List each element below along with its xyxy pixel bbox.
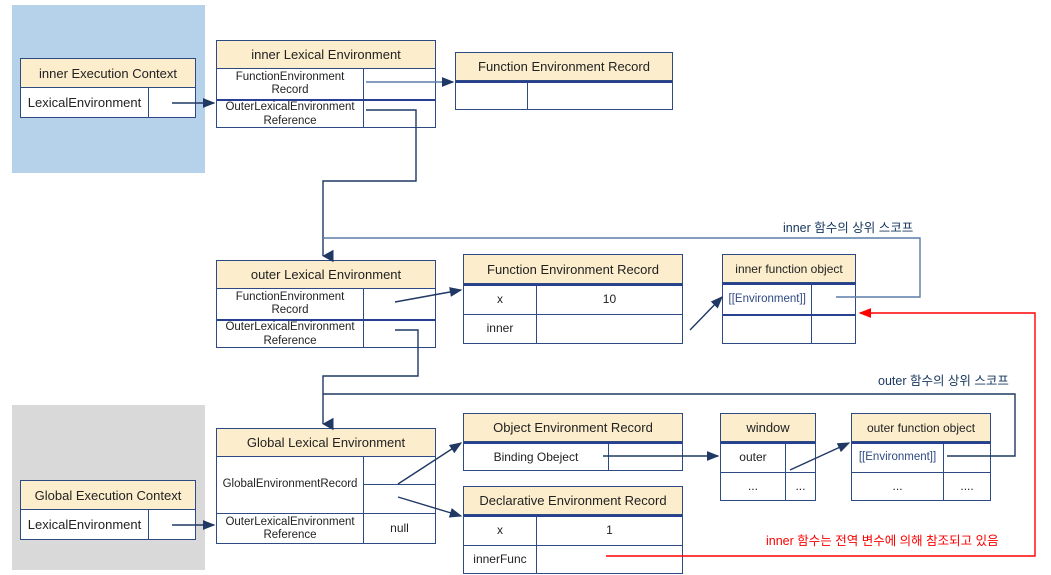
outer-le-outer-ref-value: [363, 321, 435, 348]
object-environment-record-box[interactable]: Object Environment Record Binding Obejec…: [463, 413, 683, 471]
table-row: outer: [721, 442, 815, 472]
inner-le-fer-value: [363, 69, 435, 99]
global-ec-lexical-environment-key: LexicalEnvironment: [27, 516, 142, 532]
table-row: x 10: [464, 284, 682, 314]
table-row: ... ....: [852, 472, 990, 501]
inner-le-outer-ref-value: [363, 101, 435, 128]
table-row: [[Environment]]: [852, 442, 990, 472]
oer-binding-object-value: [607, 444, 682, 471]
der-x-key: x: [496, 523, 503, 538]
inner-le-fer-key: FunctionEnvironment Record: [235, 70, 345, 96]
inner-fer-title: Function Environment Record: [456, 53, 672, 81]
inner-ec-lexical-environment-key: LexicalEnvironment: [27, 94, 142, 110]
outer-fer-inner-value: [535, 315, 682, 343]
inner-fo-environment-key: [[Environment]]: [728, 292, 806, 305]
inner-function-object-title: inner function object: [723, 255, 855, 283]
outer-le-fer-key: FunctionEnvironment Record: [235, 290, 345, 316]
wire-inner-fo-environment-to-outer-le: [323, 237, 921, 298]
table-row: LexicalEnvironment: [21, 88, 195, 118]
wire-outer-fer-inner-to-inner-fo: [689, 295, 723, 331]
inner-le-outer-ref-key: OuterLexicalEnvironment Reference: [225, 101, 355, 127]
inner-ec-lexical-environment-value: [148, 88, 195, 118]
annotation-outer-upper-scope: outer 함수의 상위 스코프: [878, 374, 1009, 388]
wire-window-outer-to-outer-fo: [789, 442, 851, 471]
outer-le-fer-value: [363, 289, 435, 319]
inner-fo-extra-value: [811, 316, 855, 343]
outer-fo-environment-value: [943, 444, 990, 472]
inner-execution-context-title: inner Execution Context: [21, 59, 195, 88]
wire-innerfunc-to-inner-fo-red: [606, 308, 1036, 557]
global-le-outer-ref-value: null: [363, 514, 435, 544]
outer-fer-inner-key: inner: [486, 321, 514, 336]
table-row: ... ...: [721, 472, 815, 501]
global-lexical-environment-box[interactable]: Global Lexical Environment GlobalEnviron…: [216, 428, 436, 544]
table-row: OuterLexicalEnvironment Reference: [217, 319, 435, 348]
outer-fer-x-key: x: [496, 292, 503, 307]
window-ellipsis-value: ...: [784, 473, 815, 501]
global-lexical-environment-title: Global Lexical Environment: [217, 429, 435, 457]
annotation-inner-referenced-by-global: inner 함수는 전역 변수에 의해 참조되고 있음: [766, 534, 999, 548]
object-environment-record-title: Object Environment Record: [464, 414, 682, 442]
outer-lexical-environment-box[interactable]: outer Lexical Environment FunctionEnviro…: [216, 260, 436, 348]
window-outer-key: outer: [739, 450, 767, 465]
outer-function-object-title: outer function object: [852, 414, 990, 442]
window-object-title: window: [721, 414, 815, 442]
global-ec-lexical-environment-value: [148, 510, 195, 540]
der-innerfunc-key: innerFunc: [473, 552, 527, 567]
table-row: [[Environment]]: [723, 283, 855, 314]
table-row: OuterLexicalEnvironment Reference: [217, 99, 435, 128]
wire-outer-le-outer-ref-to-global-le: [322, 329, 419, 431]
table-row: OuterLexicalEnvironment Reference null: [217, 513, 435, 544]
wire-inner-le-outer-ref-to-outer-le: [322, 109, 417, 263]
outer-fo-environment-key: [[Environment]]: [858, 451, 937, 464]
table-row: GlobalEnvironmentRecord: [217, 457, 435, 513]
window-object-box[interactable]: window outer ... ...: [720, 413, 816, 501]
inner-lexical-environment-title: inner Lexical Environment: [217, 41, 435, 69]
inner-fer-value: [527, 83, 672, 110]
global-le-record-key: GlobalEnvironmentRecord: [222, 478, 358, 491]
wire-global-le-to-object-env-record: [397, 442, 463, 485]
outer-fo-ellipsis-value: ....: [943, 473, 990, 501]
outer-function-environment-record-box[interactable]: Function Environment Record x 10 inner: [463, 254, 683, 344]
table-row: innerFunc: [464, 545, 682, 574]
der-innerfunc-value: [535, 546, 682, 574]
outer-lexical-environment-title: outer Lexical Environment: [217, 261, 435, 289]
wire-outer-fo-environment-to-global-le: [323, 393, 1016, 457]
declarative-environment-record-title: Declarative Environment Record: [464, 487, 682, 515]
table-row: LexicalEnvironment: [21, 510, 195, 540]
global-execution-context-box[interactable]: Global Execution Context LexicalEnvironm…: [20, 480, 196, 540]
oer-binding-object-key: Binding Obeject: [493, 449, 579, 464]
global-le-record-value-group: [363, 457, 435, 513]
inner-execution-context-box[interactable]: inner Execution Context LexicalEnvironme…: [20, 58, 196, 118]
wire-global-le-to-declarative-env-record: [397, 496, 463, 518]
annotation-inner-upper-scope: inner 함수의 상위 스코프: [783, 221, 914, 235]
window-outer-value: [784, 444, 815, 472]
global-le-record-value-top: [364, 457, 435, 485]
window-ellipsis-key: ...: [747, 479, 758, 494]
outer-fer-title: Function Environment Record: [464, 255, 682, 284]
wire-outer-le-to-fer: [394, 287, 463, 303]
table-row: inner: [464, 314, 682, 343]
der-x-value: 1: [535, 517, 682, 545]
inner-function-environment-record-box[interactable]: Function Environment Record: [455, 52, 673, 110]
table-row: Binding Obeject: [464, 442, 682, 471]
outer-function-object-box[interactable]: outer function object [[Environment]] ..…: [851, 413, 991, 501]
global-execution-context-title: Global Execution Context: [21, 481, 195, 510]
declarative-environment-record-box[interactable]: Declarative Environment Record x 1 inner…: [463, 486, 683, 574]
table-row: [456, 81, 672, 110]
outer-fo-ellipsis-key: ...: [892, 479, 903, 494]
outer-fer-x-value: 10: [535, 286, 682, 314]
global-le-outer-ref-key: OuterLexicalEnvironment Reference: [225, 515, 355, 541]
table-row: [723, 314, 855, 343]
inner-lexical-environment-box[interactable]: inner Lexical Environment FunctionEnviro…: [216, 40, 436, 128]
table-row: x 1: [464, 515, 682, 545]
table-row: FunctionEnvironment Record: [217, 289, 435, 319]
outer-le-outer-ref-key: OuterLexicalEnvironment Reference: [225, 321, 355, 347]
inner-function-object-box[interactable]: inner function object [[Environment]]: [722, 254, 856, 344]
inner-fo-environment-value: [811, 285, 855, 314]
table-row: FunctionEnvironment Record: [217, 69, 435, 99]
